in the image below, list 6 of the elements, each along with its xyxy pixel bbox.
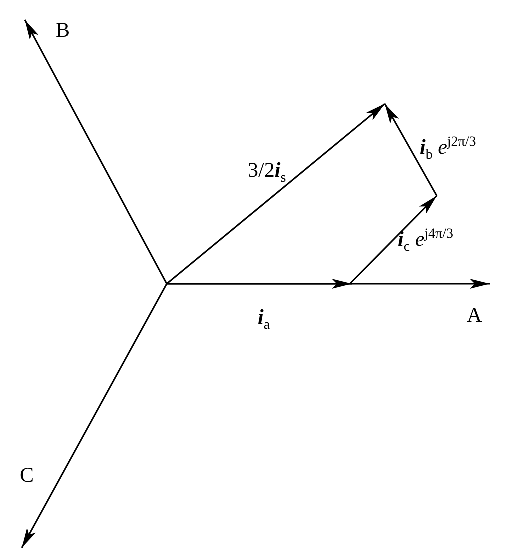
- axis-label: B: [56, 20, 70, 41]
- vector-label: i$_{b}$ e$^{j2π/3}$: [420, 136, 476, 164]
- vector-label: i$_{a}$: [258, 307, 270, 334]
- vector-label: 3/2i$_{s}$: [248, 160, 286, 186]
- axis-label: A: [467, 305, 482, 326]
- axis-label: C: [20, 465, 34, 486]
